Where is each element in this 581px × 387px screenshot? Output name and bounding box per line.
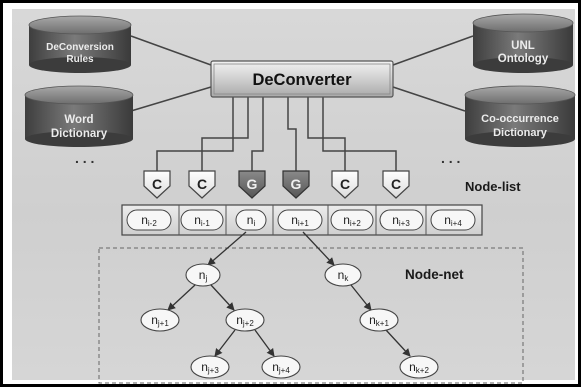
svg-text:nj+3: nj+3 [201,360,219,375]
svg-text:ni-2: ni-2 [141,213,157,228]
svg-text:nj+1: nj+1 [151,313,169,328]
edge-nk1-nk2 [385,329,411,357]
svg-text:ni+3: ni+3 [392,213,410,228]
node-net-nodes: nj nk nj+1 nj+2 nk+1 nj+3 [140,263,439,379]
svg-text:C: C [340,176,350,192]
node-net-box [98,247,524,384]
edge-nj-nj1 [167,284,196,311]
svg-text:ni-1: ni-1 [194,213,210,228]
node-list-cell-4: ni+1 [277,209,323,231]
node-list-label: Node-list [465,179,521,194]
gate-line-1 [156,97,234,171]
database-deconversion-rules: DeConversion Rules [28,15,132,73]
gate-connectors [156,97,397,171]
gate-row: C C G G C C [143,170,410,199]
gate-line-3 [251,97,264,171]
node-net-label: Node-net [405,267,464,282]
gate-line-2 [201,97,249,171]
database-connectors [130,35,474,112]
svg-text:ni+2: ni+2 [343,213,361,228]
svg-text:nk: nk [338,268,350,283]
ellipsis-right: . . . [441,150,460,166]
cooccurrence-line2: Dictionary [493,127,548,139]
gate-c-1: C [143,170,171,199]
node-list-cell-6: ni+3 [379,209,424,231]
svg-text:C: C [391,176,401,192]
gate-c-2: C [188,170,216,199]
deconversion-rules-line1: DeConversion [46,42,114,53]
node-list-row: ni-2 ni-1 ni ni+1 ni+2 ni+3 [121,204,483,236]
gate-line-4 [287,97,297,171]
edge-nj-nj2 [210,284,235,311]
gate-line-5 [307,97,346,171]
svg-text:nj+4: nj+4 [272,360,290,375]
node-list-cell-5: ni+2 [330,209,374,231]
node-list-cell-7: ni+4 [430,209,476,231]
gate-line-6 [322,97,397,171]
node-nj2: nj+2 [225,308,265,332]
svg-text:ni+4: ni+4 [444,213,462,228]
svg-text:nj: nj [199,268,208,283]
node-net-edges [167,231,411,357]
node-nk1: nk+1 [359,308,399,332]
database-unl-ontology: UNL Ontology [472,13,574,73]
deconversion-rules-line2: Rules [66,54,94,65]
node-list-cell-2: ni-1 [180,209,224,231]
svg-text:nk+1: nk+1 [369,313,389,328]
svg-text:nj+2: nj+2 [236,313,254,328]
edge-nj2-nj3 [214,329,236,357]
connector-cooccurrence-dictionary [392,86,466,112]
svg-text:C: C [197,176,207,192]
connector-unl-ontology [392,35,474,66]
svg-text:ni+1: ni+1 [291,213,309,228]
gate-c-4: C [382,170,410,199]
edge-nj2-nj4 [254,329,275,357]
svg-text:ni: ni [247,213,256,228]
edge-nk-nk1 [350,284,372,311]
node-nj: nj [185,263,221,287]
edge-ni1-nk [302,231,335,266]
ellipsis-left: . . . [75,150,94,166]
node-nk: nk [324,263,362,287]
deconverter-diagram: DeConversion Rules Word Dictionary UNL O… [24,13,576,384]
node-list-dividers [178,205,427,235]
database-word-dictionary: Word Dictionary [24,85,134,147]
deconverter-box: DeConverter [210,60,394,98]
gate-g-2: G [282,170,310,199]
unl-ontology-line2: Ontology [498,53,549,65]
svg-text:nk+2: nk+2 [409,360,429,375]
edge-ni-nj [207,231,247,266]
word-dictionary-line2: Dictionary [51,128,108,140]
svg-text:G: G [247,176,258,192]
word-dictionary-line1: Word [64,114,93,126]
cooccurrence-line1: Co-occurrence [481,113,559,125]
database-cooccurrence-dictionary: Co-occurrence Dictionary [464,85,576,147]
gate-g-1: G [238,170,266,199]
node-list-cell-3: ni [235,209,267,231]
connector-deconv-rules [130,35,212,66]
node-nj1: nj+1 [140,308,180,332]
node-nj3: nj+3 [190,355,230,379]
svg-text:C: C [152,176,162,192]
gate-c-3: C [331,170,359,199]
unl-ontology-line1: UNL [511,40,535,52]
node-nj4: nj+4 [261,355,301,379]
connector-word-dictionary [130,86,212,112]
node-nk2: nk+2 [399,355,439,379]
svg-text:G: G [291,176,302,192]
node-list-cell-1: ni-2 [126,209,172,231]
deconverter-label: DeConverter [252,71,352,89]
